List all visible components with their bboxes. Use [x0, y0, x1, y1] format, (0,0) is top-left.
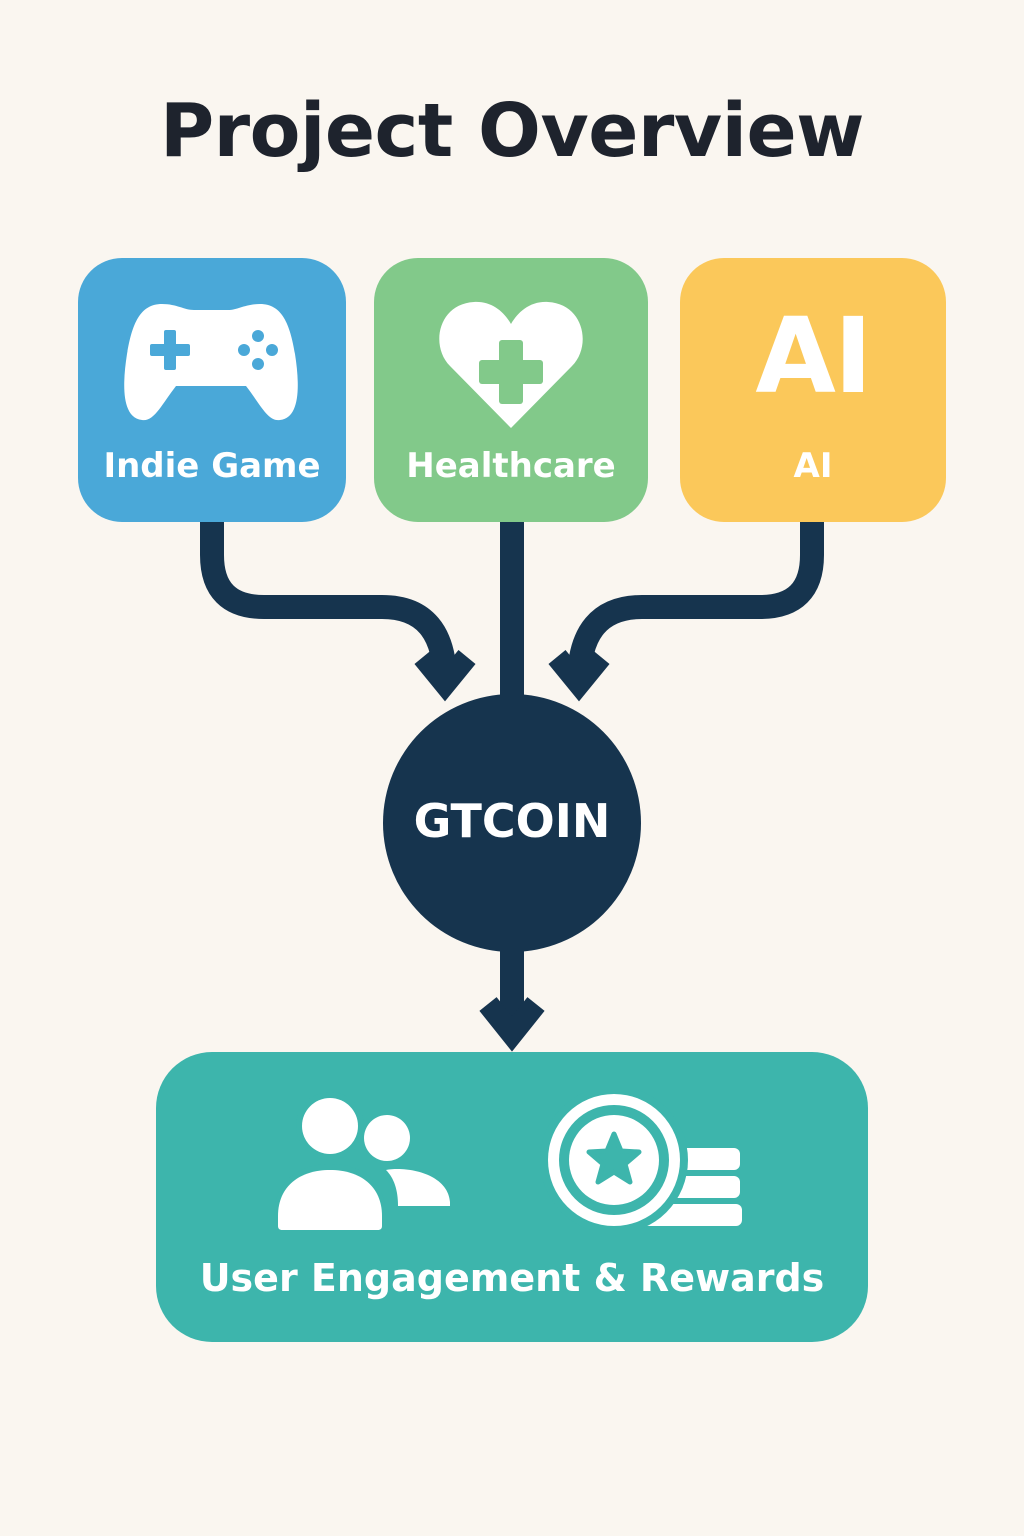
page-title: Project Overview [159, 88, 865, 174]
ai-text-icon: AI [755, 295, 872, 417]
gamepad-icon [124, 304, 298, 421]
arrowhead-indie [414, 650, 476, 702]
output-card: User Engagement & Rewards [156, 1052, 868, 1342]
source-label-healthcare: Healthcare [406, 446, 616, 486]
source-card-ai: AI AI [680, 258, 946, 522]
source-label-ai: AI [793, 446, 833, 486]
heart-plus-icon [439, 301, 583, 428]
source-label-indie-game: Indie Game [103, 446, 321, 486]
arrow-indie-to-hub [200, 520, 457, 683]
arrow-ai-to-hub [567, 520, 824, 683]
coin-star-icon [540, 1090, 742, 1230]
arrowhead-ai [548, 650, 610, 702]
source-card-healthcare: Healthcare [374, 258, 648, 522]
users-icon [274, 1092, 450, 1230]
hub-label: GTCOIN [413, 794, 611, 848]
output-label: User Engagement & Rewards [199, 1256, 825, 1300]
hub-node: GTCOIN [383, 694, 641, 952]
arrowhead-output [479, 997, 545, 1052]
source-card-indie-game: Indie Game [78, 258, 346, 522]
